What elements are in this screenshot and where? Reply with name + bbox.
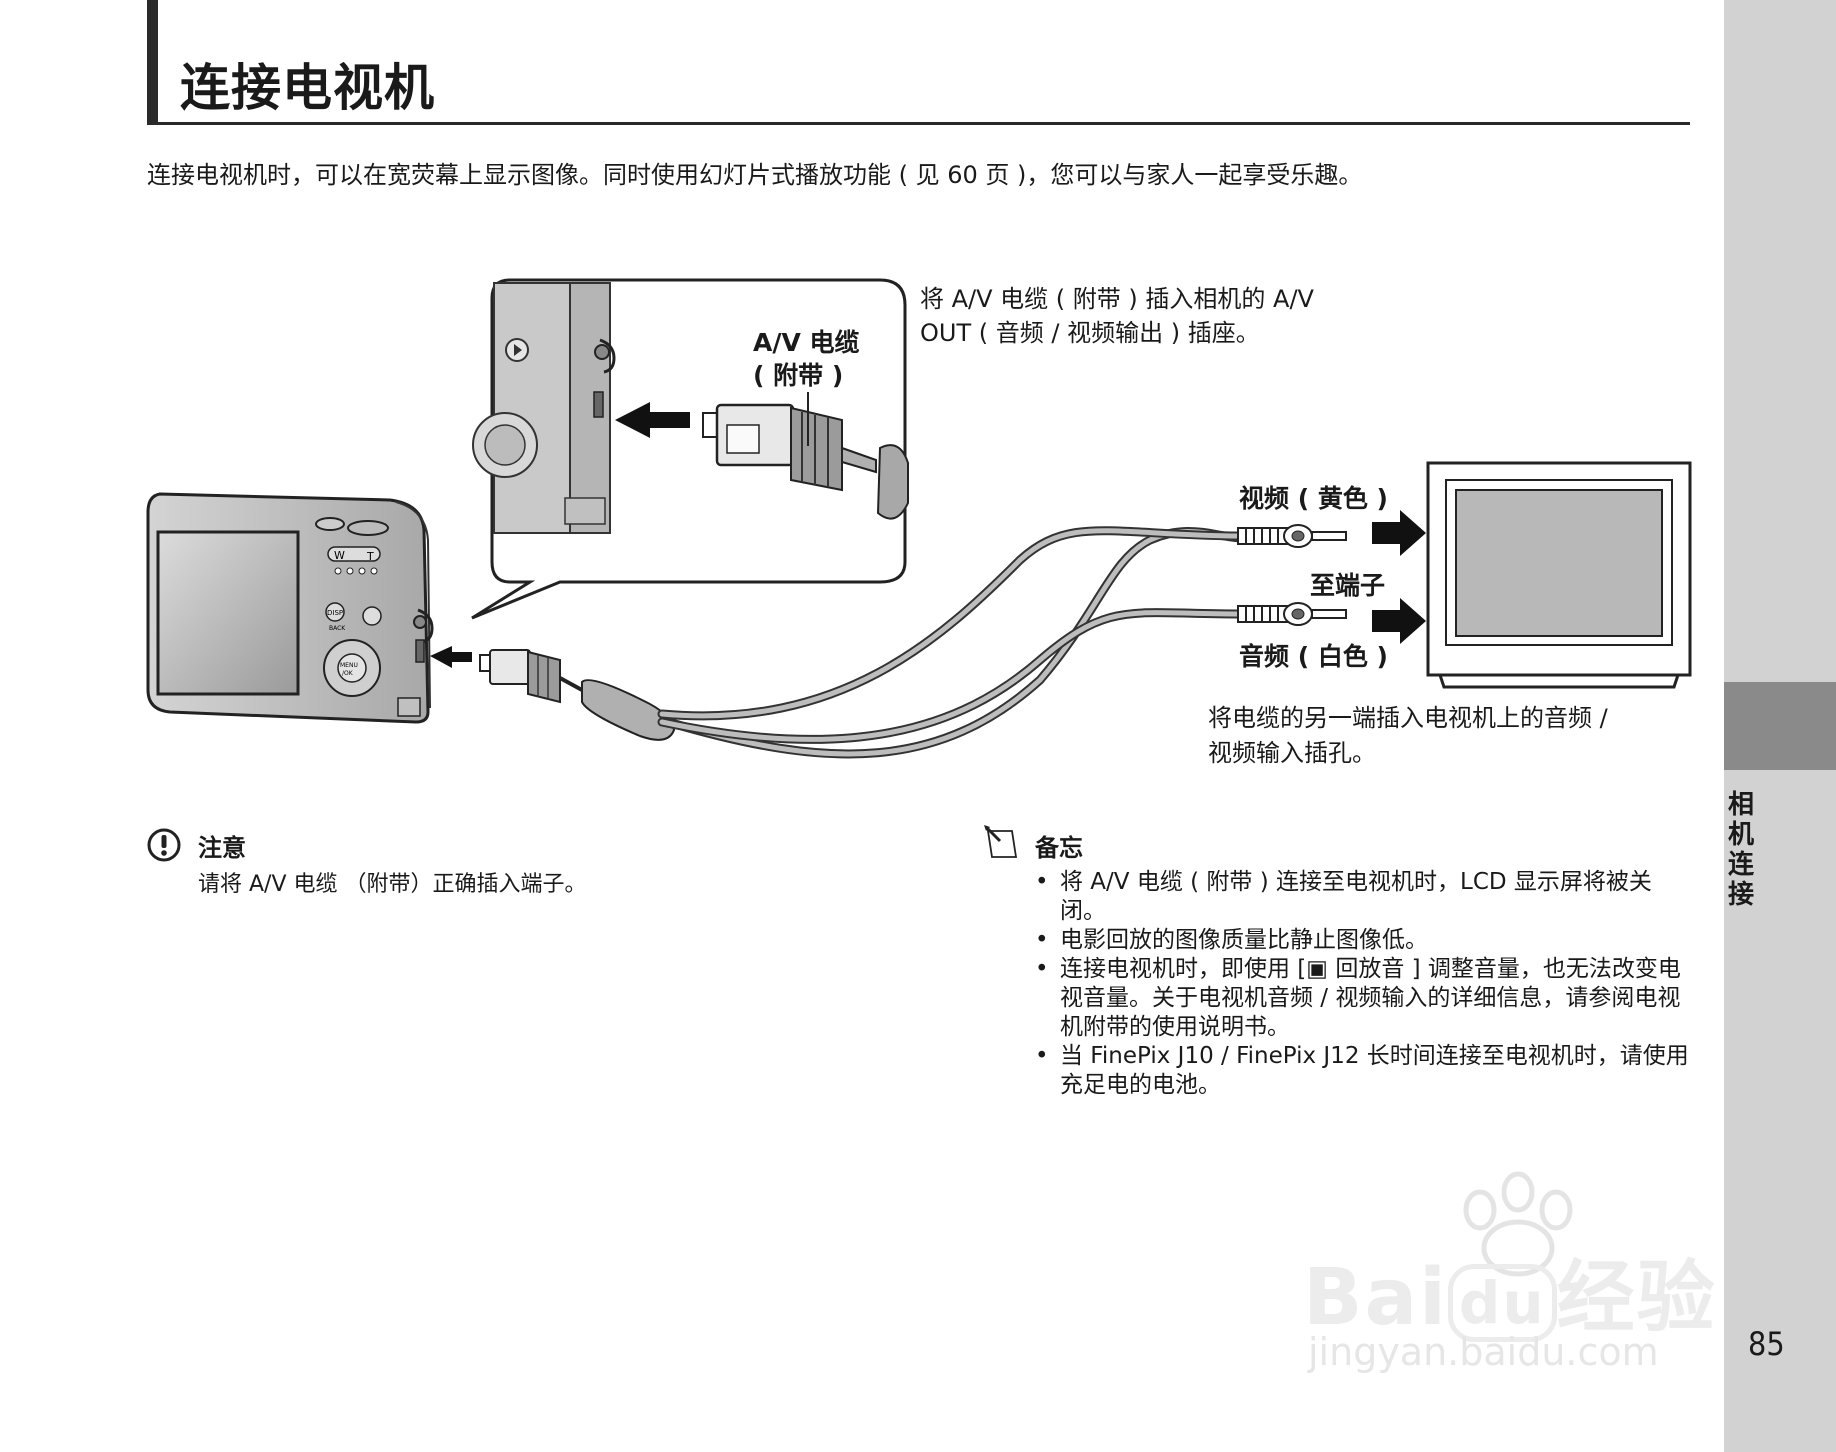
- memo-item: 当 FinePix J10 / FinePix J12 长时间连接至电视机时，请…: [1035, 1042, 1690, 1100]
- cable-label-line2: ( 附带 ): [753, 361, 844, 390]
- cable-plug-camera-end: [479, 649, 676, 741]
- step1-line1: 将 A/V 电缆 ( 附带 ) 插入相机的 A/V: [920, 285, 1314, 313]
- rca-plug-audio: [1237, 602, 1347, 626]
- step2-line1: 将电缆的另一端插入电视机上的音频 /: [1208, 704, 1608, 732]
- memo-item: 连接电视机时，即使用 [▣ 回放音 ] 调整音量，也无法改变电视音量。关于电视机…: [1035, 955, 1690, 1042]
- caution-icon: [147, 828, 181, 862]
- title-divider: [147, 122, 1690, 125]
- video-label: 视频 ( 黄色 ): [1239, 484, 1388, 513]
- zoom-w-label: W: [334, 549, 345, 562]
- svg-text:/OK: /OK: [342, 670, 354, 677]
- memo-title: 备忘: [1035, 834, 1083, 862]
- memo-pencil-icon: [984, 825, 1018, 858]
- playback-button: [362, 606, 382, 626]
- audio-label: 音频 ( 白色 ): [1239, 642, 1388, 671]
- cable-label-line1: A/V 电缆: [753, 328, 860, 357]
- memo-item: 电影回放的图像质量比静止图像低。: [1035, 926, 1690, 955]
- rca-plug-video: [1237, 524, 1347, 548]
- memo-list: 将 A/V 电缆 ( 附带 ) 连接至电视机时，LCD 显示屏将被关闭。 电影回…: [1035, 868, 1690, 1100]
- side-index-label: 相机连接: [1727, 790, 1754, 910]
- zoom-callout: [471, 278, 909, 620]
- caution-body: 请将 A/V 电缆 （附带）正确插入端子。: [198, 872, 587, 897]
- side-index-tab: [1724, 682, 1836, 770]
- insert-arrow-icon: [615, 402, 690, 438]
- zoom-t-label: T: [366, 550, 374, 563]
- arrow-to-tv-audio-icon: [1372, 598, 1426, 644]
- watermark-url: jingyan.baidu.com: [1308, 1330, 1659, 1374]
- disp-button: [325, 602, 345, 622]
- caution-title: 注意: [198, 834, 246, 862]
- step1-line2: OUT ( 音频 / 视频输出 ) 插座。: [920, 319, 1260, 347]
- camera-side-closeup: [472, 282, 616, 534]
- paw-watermark-icon: [1463, 1171, 1573, 1277]
- svg-text:MENU: MENU: [340, 662, 358, 669]
- connection-diagram: W T DISP BACK MENU /OK: [146, 278, 1692, 759]
- step2-line2: 视频输入插孔。: [1208, 739, 1376, 767]
- arrow-to-tv-video-icon: [1372, 510, 1426, 556]
- title-accent-bar: [147, 0, 158, 124]
- camera-body: W T DISP BACK MENU /OK: [146, 492, 472, 724]
- page-number: 85: [1748, 1325, 1785, 1363]
- svg-text:DISP: DISP: [327, 609, 343, 617]
- page-title: 连接电视机: [180, 59, 435, 117]
- tv-set-icon: [1426, 461, 1692, 689]
- intro-paragraph: 连接电视机时，可以在宽荧幕上显示图像。同时使用幻灯片式播放功能 ( 见 60 页…: [147, 161, 1363, 189]
- svg-text:BACK: BACK: [329, 625, 346, 632]
- insert-arrow-small-icon: [430, 646, 472, 668]
- memo-item: 将 A/V 电缆 ( 附带 ) 连接至电视机时，LCD 显示屏将被关闭。: [1035, 868, 1690, 926]
- to-terminal-label: 至端子: [1310, 571, 1386, 600]
- av-plug-closeup: [702, 392, 909, 520]
